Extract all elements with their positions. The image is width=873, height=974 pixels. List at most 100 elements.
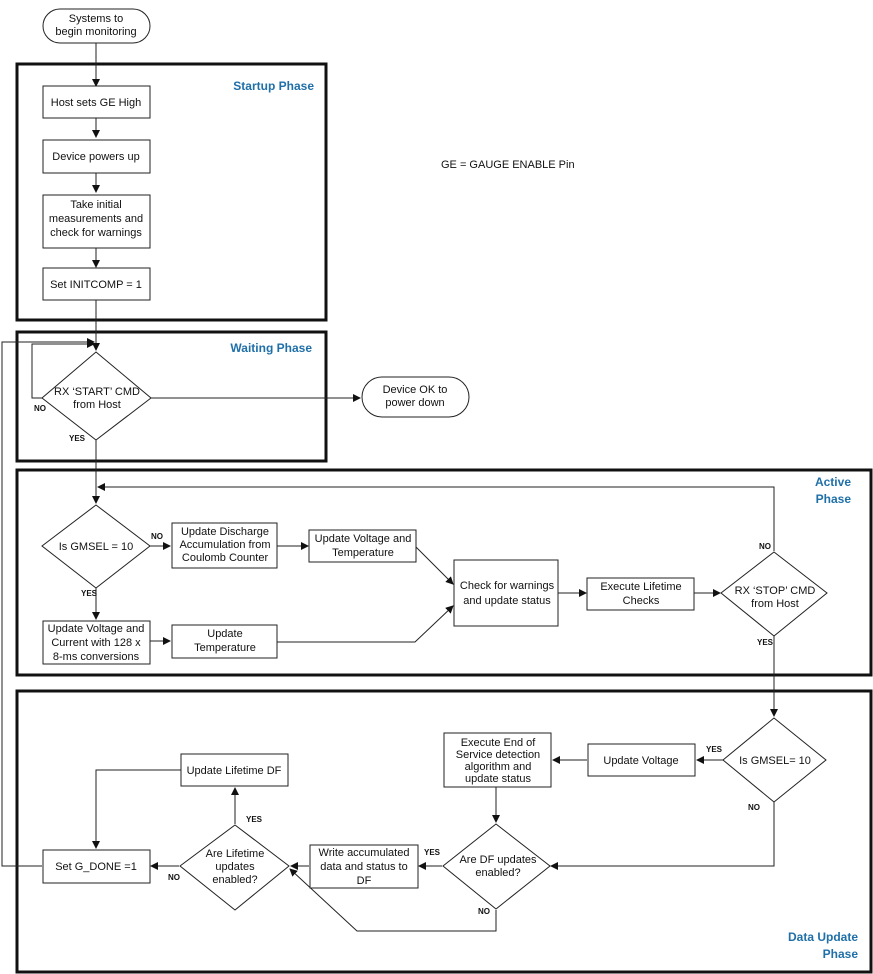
rx-stop-yes-label: YES — [757, 638, 774, 647]
initial-measurements-label: Take initial measurements and check for wa… — [49, 199, 143, 239]
update-temperature-box — [171, 624, 278, 659]
waiting-phase-title: Waiting Phase — [230, 341, 312, 355]
gmsel-active-yes-label: YES — [81, 589, 98, 598]
text-line: data and status to — [320, 861, 407, 873]
text-line: Execute Lifetime — [600, 581, 681, 593]
df-updates-decision — [442, 823, 551, 910]
text-line: Current with 128 x — [51, 637, 141, 649]
text-line: RX ‘START’ CMD — [54, 386, 140, 398]
text-line: Startup Phase — [233, 79, 314, 93]
execute-lifetime-box — [586, 577, 695, 611]
text-line: update status — [465, 773, 532, 785]
text-line: Service detection — [456, 749, 540, 761]
check-warnings-box — [453, 559, 559, 627]
host-ge-high-label: Host sets GE High — [51, 97, 141, 109]
set-g-done-box — [42, 849, 151, 884]
rx-start-yes-label: YES — [69, 434, 86, 443]
is-gmsel-update-label: Is GMSEL= 10 — [739, 755, 811, 767]
is-gmsel-active-decision — [41, 504, 151, 589]
set-initcomp-label: Set INITCOMP = 1 — [50, 279, 142, 291]
lifetime-updates-decision — [179, 824, 290, 911]
text-line: from Host — [751, 598, 799, 610]
text-line: Set INITCOMP = 1 — [50, 279, 142, 291]
text-line: Phase — [816, 492, 852, 506]
text-line: Write accumulated — [319, 847, 410, 859]
text-line: RX ‘STOP’ CMD — [735, 585, 816, 597]
text-line: check for warnings — [50, 227, 142, 239]
text-line: Update Voltage — [603, 755, 678, 767]
device-powers-up-label: Device powers up — [52, 151, 139, 163]
text-line: updates — [215, 861, 255, 873]
text-line: Device powers up — [52, 151, 139, 163]
text-line: Update Lifetime DF — [187, 765, 282, 777]
text-line: Set G_DONE =1 — [55, 861, 137, 873]
text-line: Is GMSEL = 10 — [59, 541, 134, 553]
text-line: Temperature — [332, 547, 394, 559]
update-voltage-temp-box — [308, 529, 417, 563]
text-line: Are Lifetime — [206, 848, 265, 860]
lifetime-no-label: NO — [168, 873, 180, 882]
connectors — [1, 43, 778, 932]
text-line: measurements and — [49, 213, 143, 225]
df-yes-label: YES — [424, 848, 441, 857]
text-line: Temperature — [194, 642, 256, 654]
text-line: Update Voltage and — [48, 623, 145, 635]
active-phase-box — [15, 468, 873, 677]
text-line: Device OK to — [383, 384, 448, 396]
start-terminator — [42, 8, 151, 44]
rx-start-no-label: NO — [34, 404, 46, 413]
gmsel-update-yes-label: YES — [706, 745, 723, 754]
startup-phase-title: Startup Phase — [233, 79, 314, 93]
text-line: Data Update — [788, 930, 858, 944]
rx-stop-decision — [720, 551, 828, 637]
text-line: Checks — [623, 595, 660, 607]
ge-note: GE = GAUGE ENABLE Pin — [441, 159, 575, 171]
device-ok-terminator — [361, 376, 470, 418]
update-voltage-current-box — [42, 620, 151, 665]
initial-measurements-box — [42, 194, 151, 249]
waiting-phase-box — [15, 330, 328, 463]
update-voltage-label: Update Voltage — [603, 755, 678, 767]
text-line: 8-ms conversions — [53, 651, 140, 663]
text-line: and update status — [463, 595, 551, 607]
update-voltage-box — [587, 743, 696, 777]
host-ge-high-box — [42, 85, 151, 119]
text-line: begin monitoring — [55, 26, 136, 38]
text-line: Host sets GE High — [51, 97, 141, 109]
text-line: Update Voltage and — [315, 533, 412, 545]
write-accumulated-box — [309, 844, 419, 889]
set-initcomp-box — [42, 267, 151, 301]
text-line: Update Discharge — [181, 526, 269, 538]
text-line: Waiting Phase — [230, 341, 312, 355]
rx-start-decision — [41, 351, 152, 441]
device-powers-up-box — [42, 139, 151, 174]
execute-eos-box — [443, 732, 552, 788]
is-gmsel-update-decision — [722, 717, 827, 803]
lifetime-yes-label: YES — [246, 815, 263, 824]
text-line: Are DF updates — [459, 854, 537, 866]
text-line: Check for warnings — [460, 580, 555, 592]
text-line: Take initial — [70, 199, 121, 211]
text-line: power down — [385, 397, 444, 409]
update-lifetime-df-label: Update Lifetime DF — [187, 765, 282, 777]
text-line: from Host — [73, 399, 121, 411]
text-line: Accumulation from — [179, 539, 270, 551]
update-lifetime-df-box — [180, 753, 289, 787]
set-g-done-label: Set G_DONE =1 — [55, 861, 137, 873]
text-line: Coulomb Counter — [182, 552, 269, 564]
text-line: Phase — [823, 947, 859, 961]
update-discharge-box — [171, 522, 278, 569]
